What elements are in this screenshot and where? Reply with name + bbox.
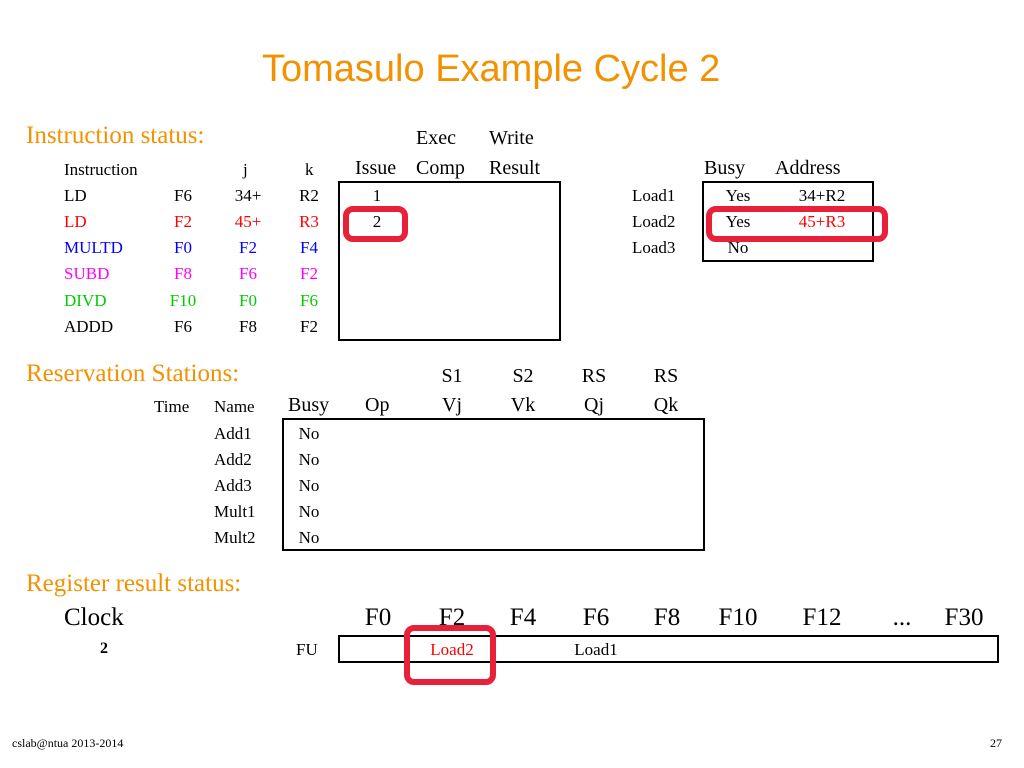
instr-k: F6 xyxy=(300,291,318,310)
load-name: Load1 xyxy=(632,186,676,205)
clock-value: 2 xyxy=(100,640,108,657)
rs-busy: No xyxy=(298,528,320,547)
instr-dest: F10 xyxy=(169,291,197,310)
instr-op: DIVD xyxy=(64,291,107,310)
register-header: ... xyxy=(892,604,912,631)
instr-k: F2 xyxy=(300,264,318,283)
load-busy-header: Busy xyxy=(704,157,746,179)
rs-name: Add2 xyxy=(214,450,252,469)
load-address: 45+R3 xyxy=(798,212,846,231)
load-buffer-box xyxy=(702,181,874,262)
load-busy: Yes xyxy=(725,212,751,231)
register-status-heading: Register result status: xyxy=(26,570,242,597)
vj-header: Vj xyxy=(442,394,462,416)
exec-header-top: Exec xyxy=(416,127,456,149)
register-fu-value: Load1 xyxy=(574,640,618,659)
instr-op: LD xyxy=(64,186,87,205)
write-header-bottom: Result xyxy=(489,157,541,179)
load-name: Load2 xyxy=(632,212,676,231)
instr-j: F8 xyxy=(239,317,257,336)
rs-busy-header: Busy xyxy=(288,394,330,416)
instr-dest: F0 xyxy=(174,238,192,257)
rs-name: Mult1 xyxy=(214,502,256,521)
instr-j: 45+ xyxy=(234,212,262,231)
load-busy: No xyxy=(727,238,749,257)
instr-dest: F2 xyxy=(174,212,192,231)
op-header: Op xyxy=(365,394,390,416)
instr-j: F6 xyxy=(239,264,257,283)
instr-op: SUBD xyxy=(64,264,110,283)
instr-op: MULTD xyxy=(64,238,123,257)
s2-header-top: S2 xyxy=(512,365,534,387)
instr-j: 34+ xyxy=(234,186,262,205)
footer-left: cslab@ntua 2013-2014 xyxy=(12,736,124,750)
s1-header-top: S1 xyxy=(441,365,463,387)
issue-header: Issue xyxy=(355,157,397,179)
rs-busy: No xyxy=(298,502,320,521)
instr-dest: F8 xyxy=(174,264,192,283)
instr-issue: 1 xyxy=(372,186,382,205)
load-address-header: Address xyxy=(775,157,841,179)
instr-dest: F6 xyxy=(174,186,192,205)
instr-k: F4 xyxy=(300,238,318,257)
register-header: F4 xyxy=(509,604,537,631)
rs-name: Add1 xyxy=(214,424,252,443)
slide-number: 27 xyxy=(990,736,1002,750)
instr-op: LD xyxy=(64,212,87,231)
instr-k: F2 xyxy=(300,317,318,336)
register-fu-value: Load2 xyxy=(430,640,474,659)
write-header-top: Write xyxy=(489,127,534,149)
f2-highlight xyxy=(404,625,496,685)
register-fu-box xyxy=(338,635,999,663)
instruction-status-box xyxy=(338,181,561,341)
instruction-header: Instruction xyxy=(64,160,138,179)
issue-highlight xyxy=(343,206,408,242)
rs2-header-top: RS xyxy=(653,365,679,387)
fu-label: FU xyxy=(296,640,318,659)
instr-issue: 2 xyxy=(372,212,382,231)
j-header: j xyxy=(243,160,248,179)
reservation-station-box xyxy=(282,418,705,551)
instr-dest: F6 xyxy=(174,317,192,336)
qj-header: Qj xyxy=(584,394,604,416)
rs-busy: No xyxy=(298,476,320,495)
clock-label: Clock xyxy=(64,604,124,631)
register-header: F30 xyxy=(944,604,984,631)
time-header: Time xyxy=(154,397,190,416)
rs-busy: No xyxy=(298,450,320,469)
vk-header: Vk xyxy=(510,394,536,416)
rs-name: Add3 xyxy=(214,476,252,495)
instr-j: F0 xyxy=(239,291,257,310)
rs1-header-top: RS xyxy=(581,365,607,387)
load2-highlight xyxy=(706,206,888,242)
rs-busy: No xyxy=(298,424,320,443)
register-header: F6 xyxy=(582,604,610,631)
slide-title: Tomasulo Example Cycle 2 xyxy=(262,48,721,90)
register-header: F12 xyxy=(802,604,842,631)
k-header: k xyxy=(305,160,314,179)
load-busy: Yes xyxy=(725,186,751,205)
load-name: Load3 xyxy=(632,238,676,257)
register-header: F0 xyxy=(364,604,392,631)
exec-header-bottom: Comp xyxy=(416,157,465,179)
instr-j: F2 xyxy=(239,238,257,257)
register-header: F8 xyxy=(653,604,681,631)
name-header: Name xyxy=(214,397,255,416)
instruction-status-heading: Instruction status: xyxy=(26,122,205,149)
instr-k: R3 xyxy=(299,212,319,231)
load-address: 34+R2 xyxy=(798,186,846,205)
qk-header: Qk xyxy=(653,394,679,416)
rs-name: Mult2 xyxy=(214,528,256,547)
instr-k: R2 xyxy=(299,186,319,205)
reservation-stations-heading: Reservation Stations: xyxy=(26,360,240,387)
register-header: F10 xyxy=(718,604,758,631)
instr-op: ADDD xyxy=(64,317,114,336)
